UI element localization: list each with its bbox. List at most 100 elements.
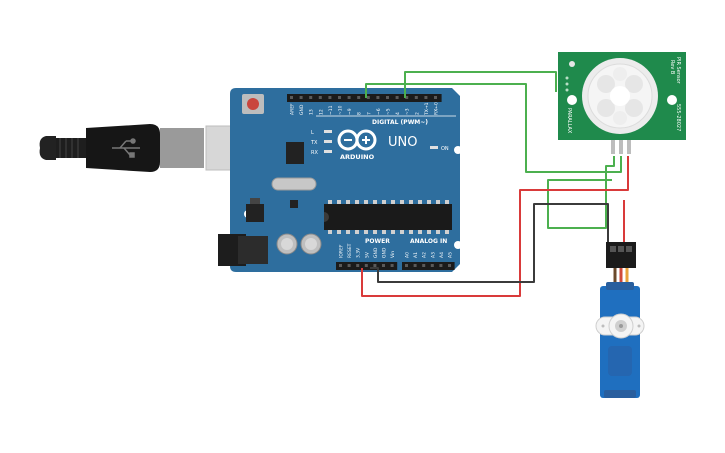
- digital-pin-label: ~6: [376, 108, 382, 115]
- led-rx: [324, 150, 332, 153]
- digital-pin-socket[interactable]: [347, 96, 351, 99]
- reset-button[interactable]: [242, 94, 264, 114]
- digital-pin-label: ~10: [338, 105, 344, 115]
- power-pin-socket[interactable]: [347, 264, 351, 267]
- digital-pin-socket[interactable]: [366, 96, 370, 99]
- led-label: RX: [311, 150, 318, 156]
- wire-red-5v[interactable]: [361, 156, 629, 297]
- analog-pin-socket[interactable]: [448, 264, 451, 267]
- power-pin-label: Vin: [390, 251, 396, 258]
- led-label: TX: [310, 140, 318, 146]
- digital-pin-label: ~9: [347, 108, 353, 115]
- analog-pin-socket[interactable]: [430, 264, 434, 267]
- pir-hole: [667, 95, 677, 105]
- pir-rev: Rev B: [669, 60, 675, 75]
- digital-pin-label: ~11: [328, 105, 334, 115]
- led-l: [324, 130, 332, 133]
- analog-pin-socket[interactable]: [413, 264, 417, 267]
- servo-body: [600, 286, 640, 398]
- power-pin-socket[interactable]: [373, 264, 377, 267]
- analog-pin-label: A5: [448, 252, 454, 258]
- power-pin-socket[interactable]: [339, 264, 342, 267]
- digital-pin-label: 7: [366, 112, 372, 115]
- capacitor: [300, 233, 322, 255]
- digital-pin-label: ~5: [386, 108, 392, 115]
- digital-pin-socket[interactable]: [386, 96, 389, 99]
- pir-brand: PARALLAX: [566, 108, 572, 134]
- analog-pin-socket[interactable]: [405, 264, 408, 267]
- power-pin-label: RESET: [347, 243, 353, 258]
- wires: [361, 71, 629, 297]
- digital-pin-socket[interactable]: [290, 96, 293, 99]
- voltage-regulator: [246, 204, 264, 222]
- digital-pin-socket[interactable]: [414, 96, 418, 99]
- pir-pins[interactable]: [611, 140, 631, 154]
- digital-pin-socket[interactable]: [309, 96, 313, 99]
- digital-pin-socket[interactable]: [299, 96, 303, 99]
- mounting-hole: [454, 146, 462, 154]
- atmega328-chip: [324, 200, 452, 234]
- usb-icon: [112, 138, 140, 158]
- servo-horn[interactable]: [595, 313, 645, 339]
- capacitor: [276, 233, 298, 255]
- digital-pin-label: 12: [318, 109, 324, 115]
- digital-pin-label: 8: [357, 112, 363, 115]
- digital-pin-socket[interactable]: [395, 96, 399, 99]
- digital-pin-socket[interactable]: [424, 96, 428, 99]
- usb-controller-chip: [286, 142, 304, 164]
- analog-pin-socket[interactable]: [422, 264, 426, 267]
- mounting-hole: [454, 241, 462, 249]
- digital-pin-socket[interactable]: [338, 96, 341, 99]
- pir-part-number: 555-28027: [675, 104, 681, 131]
- analog-label: ANALOG IN: [410, 238, 447, 245]
- digital-pin-label: ~3: [405, 108, 411, 115]
- digital-pin-label: AREF: [290, 103, 296, 115]
- digital-pin-socket[interactable]: [434, 96, 437, 99]
- analog-pin-socket[interactable]: [439, 264, 443, 267]
- digital-pin-socket[interactable]: [318, 96, 322, 99]
- led-tx: [324, 140, 332, 143]
- crystal-oscillator: [271, 177, 317, 191]
- digital-pin-label: 4: [395, 112, 401, 115]
- usb-cable-end: [39, 136, 56, 160]
- pir-hole: [567, 95, 577, 105]
- on-led: ON: [430, 146, 449, 152]
- wire-black-gnd[interactable]: [370, 203, 609, 283]
- analog-pin-label: A3: [430, 252, 436, 258]
- power-pin-socket[interactable]: [390, 264, 394, 267]
- pir-hole: [569, 61, 575, 67]
- wire-green-pir-to-pin[interactable]: [404, 71, 557, 98]
- arduino-logo: [337, 129, 377, 151]
- power-pin-socket[interactable]: [356, 264, 360, 267]
- servo-motor[interactable]: [595, 242, 645, 398]
- digital-pin-socket[interactable]: [357, 96, 361, 99]
- power-pin-socket[interactable]: [364, 264, 368, 267]
- power-pin-socket[interactable]: [382, 264, 385, 267]
- digital-pin-socket[interactable]: [405, 96, 409, 99]
- pir-title: PIR Sensor: [675, 57, 681, 85]
- power-pin-label: 5V: [364, 251, 370, 258]
- digital-pin-socket[interactable]: [328, 96, 332, 99]
- dc-power-jack: [218, 234, 268, 266]
- analog-pin-label: A0: [405, 252, 411, 258]
- board-model-label: UNO: [388, 135, 417, 150]
- analog-pin-label: A4: [439, 252, 445, 258]
- digital-pin-label: TX→1: [424, 102, 430, 116]
- digital-pin-label: 13: [309, 109, 315, 115]
- pir-sensor[interactable]: PIR Sensor Rev B 555-28027 PARALLAX: [558, 52, 686, 154]
- power-pin-label: GND: [373, 247, 379, 258]
- digital-pin-label: GND: [299, 104, 305, 115]
- wire-green-signal[interactable]: [365, 83, 622, 173]
- digital-pin-label: RX←0: [434, 102, 440, 115]
- power-label: POWER: [365, 238, 390, 245]
- board-brand-label: ARDUINO: [340, 153, 375, 161]
- digital-pin-socket[interactable]: [376, 96, 380, 99]
- digital-pin-label: 2: [414, 112, 420, 115]
- pir-dome: [582, 58, 658, 134]
